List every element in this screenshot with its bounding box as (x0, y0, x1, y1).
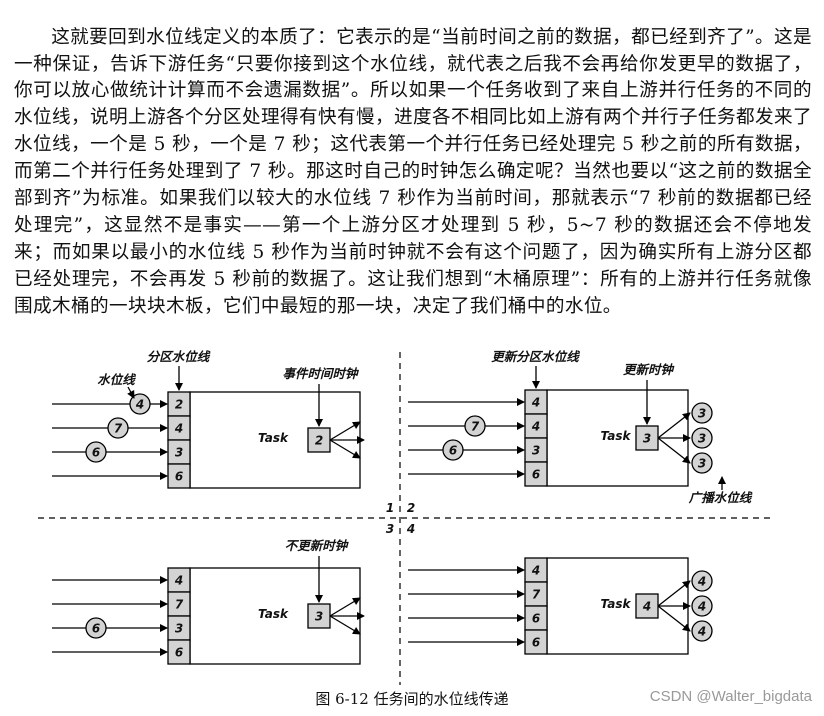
label-broadcast-watermark: 广播水位线 (688, 490, 753, 505)
broadcast-watermark-value: 4 (697, 600, 706, 614)
body-paragraph: 这就要回到水位线定义的本质了：它表示的是“当前时间之前的数据，都已经到齐了”。这… (14, 26, 812, 317)
partition-watermark-value: 7 (175, 598, 184, 612)
partition-watermark-value: 4 (531, 396, 540, 410)
broadcast-watermark-circle (691, 402, 713, 424)
incoming-watermark-circle (85, 617, 107, 639)
quadrant-number-4: 4 (406, 522, 415, 536)
broadcast-watermark-circle (691, 620, 713, 642)
label-no-update-clock: 不更新时钟 (285, 538, 350, 553)
broadcast-arrow (657, 580, 691, 607)
task-clock-value: 3 (643, 432, 651, 446)
label-watermark: 水位线 (97, 372, 136, 387)
partition-watermark-value: 7 (532, 588, 541, 602)
partition-watermark-value: 3 (175, 446, 183, 460)
incoming-watermark-circle (442, 439, 464, 461)
partition-watermark-cell (167, 463, 191, 489)
broadcast-watermark-value: 3 (698, 407, 706, 421)
incoming-watermark-value: 6 (449, 444, 457, 458)
partition-watermark-value: 4 (531, 420, 540, 434)
figure-caption: 图 6-12 任务间的水位线传递 (315, 690, 509, 708)
quadrant-number-1: 1 (386, 501, 394, 515)
broadcast-arrow (657, 605, 691, 632)
partition-watermark-value: 6 (532, 468, 540, 482)
partition-watermark-cell (524, 629, 548, 655)
task-label: Task (258, 431, 289, 445)
incoming-watermark-value: 7 (471, 420, 480, 434)
broadcast-arrow (657, 437, 691, 464)
label-event-clock: 事件时间时钟 (282, 366, 360, 381)
task-clock-value: 3 (315, 610, 323, 624)
incoming-watermark-value: 6 (92, 446, 100, 460)
label-pointer-arrow (127, 386, 135, 399)
broadcast-watermark-value: 3 (698, 432, 706, 446)
broadcast-watermark-value: 3 (698, 457, 706, 471)
incoming-watermark-circle (107, 417, 129, 439)
csdn-watermark: CSDN @Walter_bigdata (649, 688, 812, 705)
partition-watermark-value: 4 (531, 564, 540, 578)
incoming-watermark-circle (85, 441, 107, 463)
label-partition-watermark: 分区水位线 (147, 349, 211, 364)
broadcast-watermark-value: 4 (697, 575, 706, 589)
partition-watermark-value: 2 (175, 398, 183, 412)
partition-watermark-value: 3 (532, 444, 540, 458)
broadcast-watermark-circle (691, 452, 713, 474)
label-update-clock: 更新时钟 (623, 362, 676, 377)
incoming-watermark-value: 4 (135, 398, 144, 412)
incoming-watermark-circle (129, 393, 151, 415)
broadcast-arrow (657, 412, 691, 439)
partition-watermark-value: 6 (175, 470, 183, 484)
incoming-watermark-circle (464, 415, 486, 437)
incoming-watermark-value: 7 (114, 422, 123, 436)
output-arrow (329, 421, 361, 441)
quadrant-number-3: 3 (386, 522, 394, 536)
incoming-watermark-value: 6 (92, 622, 100, 636)
broadcast-watermark-circle (691, 427, 713, 449)
broadcast-watermark-value: 4 (697, 625, 706, 639)
task-label: Task (258, 607, 289, 621)
partition-watermark-cell (524, 461, 548, 487)
broadcast-watermark-circle (691, 595, 713, 617)
broadcast-watermark-circle (691, 570, 713, 592)
partition-watermark-value: 6 (532, 636, 540, 650)
task-label: Task (601, 597, 632, 611)
quadrant-number-2: 2 (407, 501, 415, 515)
partition-watermark-value: 6 (175, 646, 183, 660)
partition-watermark-cell (167, 639, 191, 665)
task-clock-value: 2 (315, 434, 323, 448)
output-arrow (329, 439, 361, 459)
output-arrow (329, 615, 361, 635)
label-update-partition-watermark: 更新分区水位线 (491, 349, 580, 364)
partition-watermark-value: 4 (174, 574, 183, 588)
task-clock-value: 4 (642, 600, 651, 614)
task-label: Task (601, 429, 632, 443)
output-arrow (329, 597, 361, 617)
partition-watermark-value: 6 (532, 612, 540, 626)
partition-watermark-value: 4 (174, 422, 183, 436)
partition-watermark-value: 3 (175, 622, 183, 636)
